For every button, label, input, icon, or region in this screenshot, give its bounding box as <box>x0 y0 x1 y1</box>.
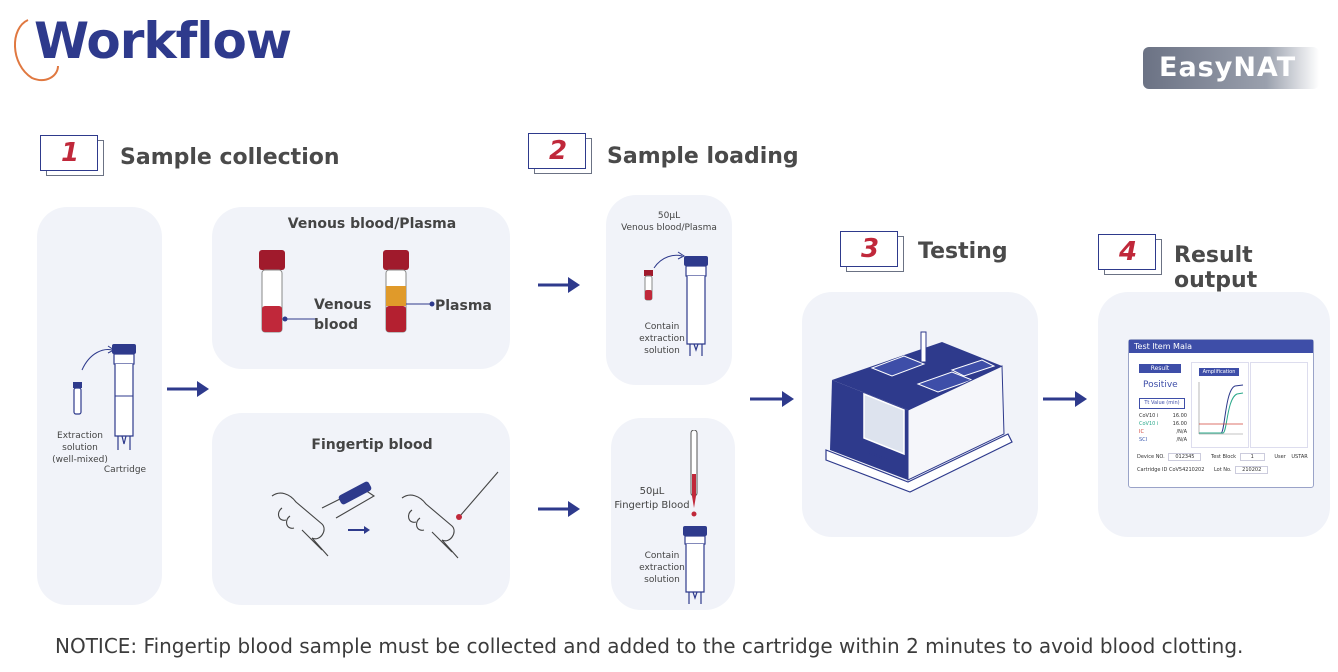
amplification-curve-icon <box>1198 382 1244 435</box>
lot-label: Lot No. <box>1213 467 1232 473</box>
device-label: Device NO. <box>1137 454 1165 460</box>
loading-fingertip-contain-label: Contain extraction solution <box>630 550 694 586</box>
venous-sample-name: Venous blood/Plasma <box>621 223 717 233</box>
venous-label-line2: blood <box>314 317 359 333</box>
lot-value: 210202 <box>1235 466 1269 474</box>
plasma-label: Plasma <box>435 298 492 314</box>
device-value: 012345 <box>1168 453 1202 461</box>
amplification-tab[interactable]: Amplification <box>1199 368 1239 376</box>
fingertip-blood-panel <box>212 413 510 605</box>
pipette-icon <box>690 430 698 517</box>
page-title: Workflow <box>34 12 292 70</box>
user-label: User <box>1274 454 1286 460</box>
testing-device-icon <box>825 331 1013 493</box>
contain-line3: solution <box>644 575 680 585</box>
arrow-right-icon <box>167 381 209 397</box>
venous-blood-label: Venous blood <box>314 295 371 335</box>
step-2-number: 2 <box>548 136 568 166</box>
device-info-row: Device NO. 012345 Test Block 1 User USTA… <box>1137 453 1308 461</box>
block-label: Test Block <box>1211 454 1237 460</box>
step-4-number: 4 <box>1118 237 1138 267</box>
contain-line2: extraction <box>639 334 685 344</box>
step-3-label: Testing <box>918 239 1008 264</box>
venous-blood-tube-icon <box>259 250 288 333</box>
arrow-right-icon <box>538 501 580 517</box>
tt-row-value: 16.00 <box>1172 413 1187 419</box>
arrow-right-icon <box>538 277 580 293</box>
contain-line1: Contain <box>644 322 680 332</box>
loading-fingertip-text: 50μL Fingertip Blood <box>612 485 692 513</box>
block-value: 1 <box>1239 453 1265 461</box>
venous-panel-title: Venous blood/Plasma <box>287 216 457 232</box>
tt-row-name: SCI <box>1139 437 1148 443</box>
tt-row-value: 16.00 <box>1172 421 1187 427</box>
loading-venous-contain-label: Contain extraction solution <box>630 321 694 357</box>
step-2-label: Sample loading <box>607 144 799 169</box>
step-3-number: 3 <box>860 234 880 264</box>
arrow-right-icon <box>750 391 794 407</box>
amplification-area <box>1191 362 1249 448</box>
tt-row-4: SCI /N/A <box>1139 436 1187 444</box>
arrow-right-icon <box>1043 391 1087 407</box>
cartridge-illustration-icon <box>73 344 136 450</box>
step-1-box: 1 <box>40 135 98 171</box>
blank-chart-area <box>1250 362 1308 448</box>
result-value: Positive <box>1143 380 1178 390</box>
user-value: USTAR <box>1291 454 1308 460</box>
loading-venous-panel <box>606 195 732 385</box>
notice-text: NOTICE: Fingertip blood sample must be c… <box>55 634 1244 658</box>
step-1-number: 1 <box>60 138 80 168</box>
extraction-label-line1: Extraction solution <box>57 431 103 453</box>
venous-volume: 50μL <box>657 211 681 221</box>
loading-venous-text: 50μL Venous blood/Plasma <box>606 210 732 234</box>
cartridge-info-row: Cartridge ID CoV54210202 Lot No. 210202 <box>1137 466 1269 474</box>
venous-label-line1: Venous <box>314 297 372 313</box>
tt-row-3: IC /N/A <box>1139 428 1187 436</box>
tt-row-name: IC <box>1139 429 1144 435</box>
cartridge-label: Cartridge <box>103 465 147 475</box>
loading-fingertip-panel <box>611 418 735 610</box>
step-4-box: 4 <box>1098 234 1156 270</box>
contain-line3: solution <box>644 346 680 356</box>
tt-row-name: CoV10 i <box>1139 413 1159 419</box>
cartridge-panel <box>37 207 162 605</box>
venous-pointer-line <box>283 318 317 320</box>
finger-volume: 50μL <box>639 486 665 497</box>
tt-row-2: CoV10 i 16.00 <box>1139 420 1187 428</box>
brand-badge: EasyNAT <box>1143 47 1319 89</box>
tt-row-value: /N/A <box>1176 429 1187 435</box>
tt-row-1: CoV10 i 16.00 <box>1139 412 1187 420</box>
step-2-box: 2 <box>528 133 586 169</box>
result-screen-header: Test Item Mala <box>1129 340 1313 353</box>
finger-sample-name: Fingertip Blood <box>614 500 690 511</box>
tt-value-header: Tt Value (min) <box>1139 398 1185 409</box>
title-swoosh-icon <box>14 19 59 82</box>
fingertip-panel-title: Fingertip blood <box>311 437 433 453</box>
extraction-solution-label: Extraction solution (well-mixed) <box>40 430 120 466</box>
fingertip-hands-icon <box>271 471 499 559</box>
tt-row-value: /N/A <box>1176 437 1187 443</box>
cartridge-id-label: Cartridge ID <box>1137 467 1168 473</box>
result-screen: Test Item Mala Result Positive Tt Value … <box>1128 339 1314 488</box>
step-1-label: Sample collection <box>120 145 340 170</box>
tt-row-name: CoV10 i <box>1139 421 1159 427</box>
contain-line2: extraction <box>639 563 685 573</box>
plasma-tube-icon <box>383 250 435 333</box>
loading-venous-cartridge-icon <box>644 251 708 356</box>
result-tab[interactable]: Result <box>1139 364 1181 373</box>
loading-fingertip-cartridge-icon <box>683 526 707 604</box>
step-4-label: Result output <box>1174 243 1258 293</box>
contain-line1: Contain <box>644 551 680 561</box>
tt-value-list: CoV10 i 16.00 CoV10 i 16.00 IC /N/A SCI … <box>1139 412 1187 444</box>
cartridge-id-value: CoV54210202 <box>1168 467 1205 473</box>
step-3-box: 3 <box>840 231 898 267</box>
extraction-label-line2: (well-mixed) <box>52 455 108 465</box>
